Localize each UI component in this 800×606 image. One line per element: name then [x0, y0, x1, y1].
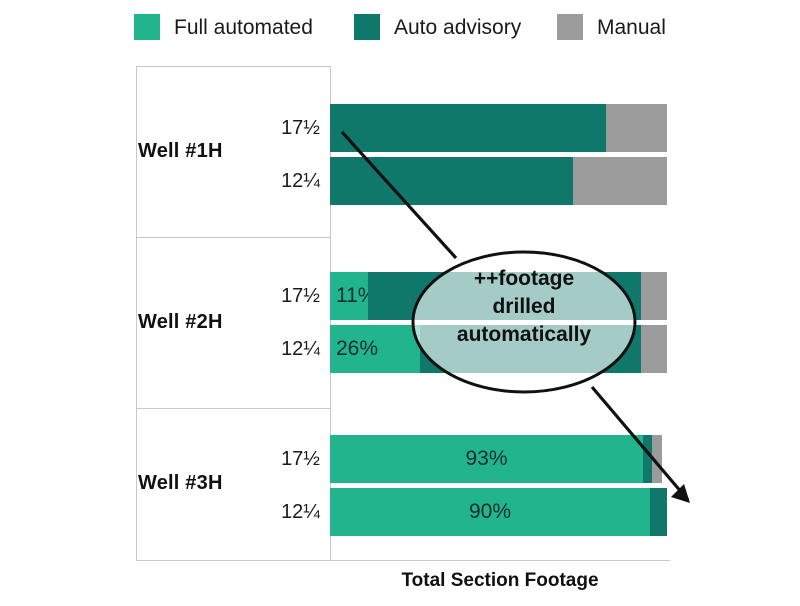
group-label-well-3h: Well #3H: [138, 472, 223, 494]
axis-frame-left: [136, 66, 137, 560]
group-label-well-2h: Well #2H: [138, 311, 223, 333]
bar-segment-full-automated: 26%: [330, 325, 420, 373]
bar-row-well-1h-12-1-4[interactable]: [330, 157, 667, 205]
bar-value-label: 26%: [336, 337, 379, 360]
legend-label-manual: Manual: [597, 15, 666, 39]
bar-segment-auto-advisory: [330, 157, 573, 205]
bar-segment-full-automated: 90%: [330, 488, 650, 536]
group-label-well-1h: Well #1H: [138, 140, 223, 162]
callout-line-3: automatically: [456, 323, 592, 346]
bar-segment-auto-advisory: [330, 104, 606, 152]
bar-segment-full-automated: 93%: [330, 435, 643, 483]
legend-label-auto-advisory: Auto advisory: [394, 15, 522, 39]
bar-segment-manual: [652, 435, 662, 483]
row-label-well-1h-12-1-4: 12¼: [281, 170, 320, 192]
row-label-well-1h-17-1-2: 17½: [281, 117, 320, 139]
row-label-well-3h-12-1-4: 12¼: [281, 501, 320, 523]
legend-label-full-automated: Full automated: [174, 15, 313, 39]
legend-swatch-auto-advisory: [354, 14, 380, 40]
group-separator-1: [136, 237, 330, 238]
bar-row-well-3h-12-1-4[interactable]: 90%: [330, 488, 667, 536]
bar-value-label: 11%: [336, 284, 377, 307]
legend-item-full-automated: Full automated: [134, 14, 313, 40]
callout-line-2: drilled: [492, 295, 556, 318]
bar-value-label: 90%: [468, 500, 512, 523]
bar-segment-manual: [606, 104, 667, 152]
chart-legend: Full automated Auto advisory Manual: [0, 0, 800, 56]
legend-swatch-full-automated: [134, 14, 160, 40]
callout-arrowhead-icon: [671, 484, 690, 503]
group-separator-bottom: [136, 560, 670, 561]
group-separator-2: [136, 408, 330, 409]
legend-item-auto-advisory: Auto advisory: [354, 14, 521, 40]
row-label-well-2h-17-1-2: 17½: [281, 285, 320, 307]
callout-line-1: ++footage: [473, 267, 575, 290]
x-axis-title: Total Section Footage: [401, 570, 599, 591]
bar-row-well-1h-17-1-2[interactable]: [330, 104, 667, 152]
bar-value-label: 93%: [465, 447, 508, 470]
bar-segment-manual: [573, 157, 667, 205]
callout-text: ++footage drilled automatically: [413, 265, 635, 349]
bar-segment-manual: [641, 272, 667, 320]
bar-segment-auto-advisory: [643, 435, 652, 483]
row-label-well-2h-12-1-4: 12¼: [281, 338, 320, 360]
row-label-well-3h-17-1-2: 17½: [281, 448, 320, 470]
bar-segment-full-automated: 11%: [330, 272, 376, 320]
bar-row-well-3h-17-1-2[interactable]: 93%: [330, 435, 662, 483]
group-separator-top: [136, 66, 330, 67]
bar-segment-auto-advisory: [650, 488, 667, 536]
legend-item-manual: Manual: [557, 14, 666, 40]
bar-segment-manual: [641, 325, 667, 373]
legend-swatch-manual: [557, 14, 583, 40]
